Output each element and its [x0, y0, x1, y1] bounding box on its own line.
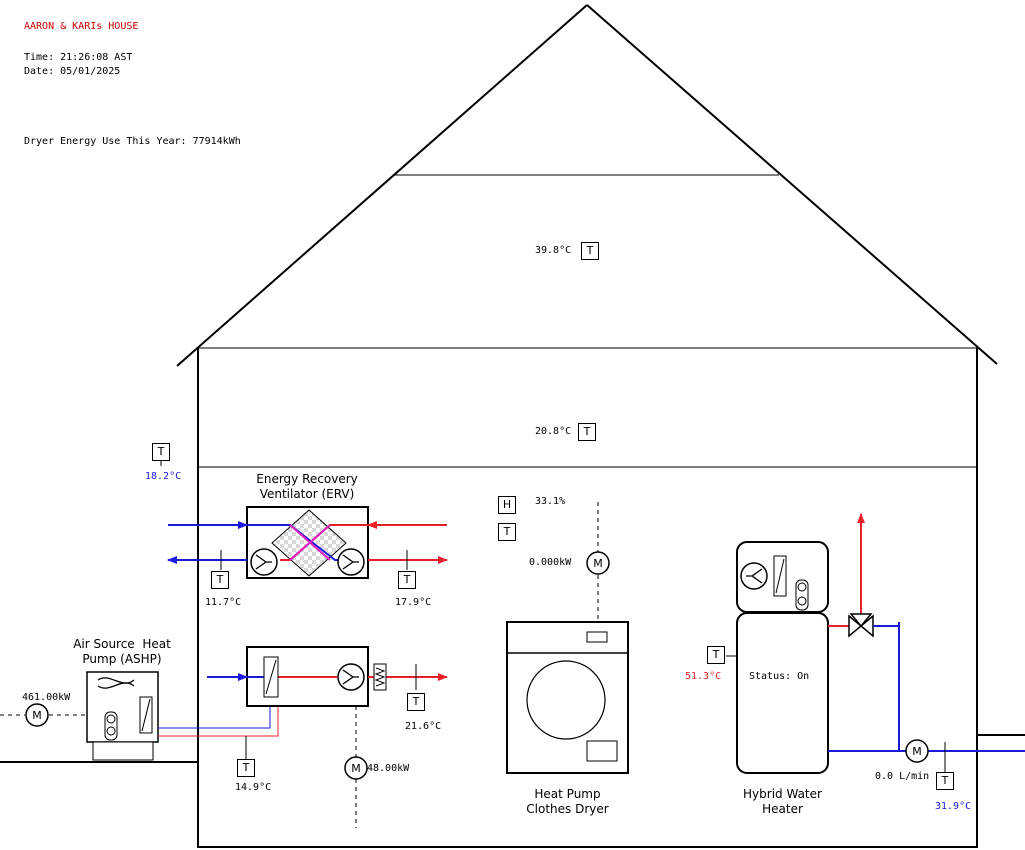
time-readout: Time: 21:26:08 AST	[24, 52, 133, 63]
dryer-energy-readout: Dryer Energy Use This Year: 77914kWh	[24, 136, 241, 147]
ashp-meter-icon[interactable]: M	[32, 709, 42, 722]
water-flow-meter-icon[interactable]: M	[912, 745, 922, 758]
water-inlet-temp-sensor-icon[interactable]: T	[936, 772, 954, 790]
dryer-temp-sensor-icon[interactable]: T	[498, 523, 516, 541]
attic-temp: 39.8°C	[535, 245, 572, 256]
heater-power: 48.00kW	[367, 763, 410, 774]
outdoor-temp: 18.2°C	[145, 471, 182, 482]
dryer-meter-icon[interactable]: M	[593, 557, 603, 570]
erv-exhaust-temp-sensor-icon[interactable]: T	[398, 571, 416, 589]
water-inlet-temp: 31.9°C	[935, 801, 972, 812]
upper-floor-temp-sensor-icon[interactable]: T	[578, 423, 596, 441]
app-title: AARON & KARIs HOUSE	[24, 21, 139, 32]
dryer-humidity: 33.1%	[535, 496, 566, 507]
heater-inlet-temp: 14.9°C	[235, 782, 272, 793]
heater-unit	[207, 646, 448, 828]
dryer-power: 0.000kW	[529, 557, 572, 568]
floor-lines	[198, 174, 977, 468]
water-tank-temp: 51.3°C	[685, 671, 722, 682]
water-heater-unit	[726, 513, 1025, 774]
house-outline	[0, 4, 1025, 848]
upper-floor-temp: 20.8°C	[535, 426, 572, 437]
attic-temp-sensor-icon[interactable]: T	[581, 242, 599, 260]
erv-supply-temp: 11.7°C	[205, 597, 242, 608]
heater-outlet-temp: 21.6°C	[405, 721, 442, 732]
outdoor-temp-sensor-icon[interactable]: T	[152, 443, 170, 461]
erv-supply-temp-sensor-icon[interactable]: T	[211, 571, 229, 589]
ashp-label: Air Source Heat Pump (ASHP)	[73, 637, 171, 666]
dryer-unit	[506, 502, 629, 774]
water-flow: 0.0 L/min	[875, 771, 930, 782]
heater-outlet-temp-sensor-icon[interactable]: T	[407, 693, 425, 711]
erv-unit	[167, 506, 448, 579]
ashp-power: 461.00kW	[22, 692, 71, 703]
erv-label: Energy Recovery Ventilator (ERV)	[256, 472, 358, 501]
heater-inlet-temp-sensor-icon[interactable]: T	[237, 759, 255, 777]
dryer-label: Heat Pump Clothes Dryer	[526, 787, 609, 816]
erv-exhaust-temp: 17.9°C	[395, 597, 432, 608]
water-tank-temp-sensor-icon[interactable]: T	[707, 646, 725, 664]
date-readout: Date: 05/01/2025	[24, 66, 121, 77]
dryer-humidity-sensor-icon[interactable]: H	[498, 496, 516, 514]
heater-meter-icon[interactable]: M	[351, 762, 361, 775]
ashp-unit	[0, 671, 279, 761]
water-heater-status: Status: On	[749, 671, 810, 682]
water-heater-label: Hybrid Water Heater	[743, 787, 822, 816]
